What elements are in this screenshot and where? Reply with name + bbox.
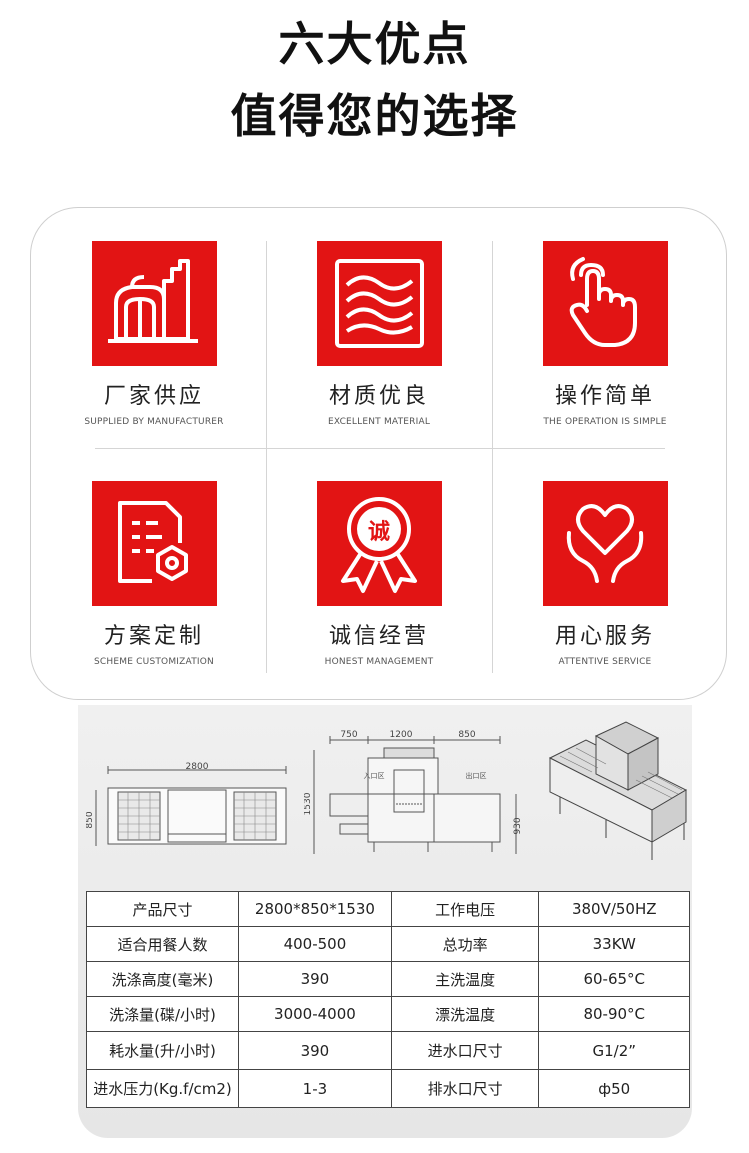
spec-key: 进水口尺寸 xyxy=(390,1031,540,1070)
spec-value: G1/2” xyxy=(538,1031,690,1070)
feature-subtitle: ATTENTIVE SERVICE xyxy=(558,657,652,667)
document-gear-icon xyxy=(91,481,217,606)
spec-value: 80-90°C xyxy=(538,996,690,1032)
waves-icon xyxy=(316,241,442,366)
feature-subtitle: SCHEME CUSTOMIZATION xyxy=(94,657,214,667)
spec-key: 工作电压 xyxy=(390,891,540,927)
spec-value: ф50 xyxy=(538,1069,690,1108)
spec-value: 3000-4000 xyxy=(237,996,392,1032)
feature-title: 诚信经营 xyxy=(328,624,429,649)
feature-material: 材质优良 EXCELLENT MATERIAL xyxy=(266,241,492,427)
feature-title: 用心服务 xyxy=(554,624,655,649)
spec-key: 总功率 xyxy=(390,926,540,962)
spec-key: 产品尺寸 xyxy=(86,891,239,927)
feature-title: 操作简单 xyxy=(554,384,655,409)
feature-subtitle: EXCELLENT MATERIAL xyxy=(327,417,431,427)
spec-value: 400-500 xyxy=(237,926,392,962)
feature-subtitle: THE OPERATION IS SIMPLE xyxy=(543,417,667,427)
divider-vertical-1 xyxy=(266,241,267,673)
feature-customization: 方案定制 SCHEME CUSTOMIZATION xyxy=(41,481,267,667)
spec-value: 380V/50HZ xyxy=(538,891,690,927)
spec-value: 390 xyxy=(237,961,392,997)
feature-manufacturer: 厂家供应 SUPPLIED BY MANUFACTURER xyxy=(41,241,267,427)
divider-vertical-2 xyxy=(492,241,493,673)
spec-key: 洗涤量(碟/小时) xyxy=(86,996,239,1032)
heart-hands-icon xyxy=(542,481,668,606)
badge-character: 诚 xyxy=(367,520,390,545)
spec-key: 漂洗温度 xyxy=(390,996,540,1032)
front-view-inlet-zone: 入口区 xyxy=(364,772,385,780)
front-view-height-label: 1530 xyxy=(304,792,313,815)
top-view-width-label: 2800 xyxy=(186,762,209,772)
feature-service: 用心服务 ATTENTIVE SERVICE xyxy=(492,481,718,667)
spec-value: 60-65°C xyxy=(538,961,690,997)
divider-horizontal xyxy=(95,448,665,449)
spec-value: 390 xyxy=(237,1031,392,1070)
top-view-depth-label: 850 xyxy=(86,811,95,828)
spec-key: 洗涤高度(毫米) xyxy=(86,961,239,997)
front-view-table-height-label: 930 xyxy=(513,817,523,834)
badge-ribbon-icon: 诚 xyxy=(316,481,442,606)
spec-key: 进水压力(Kg.f/cm2) xyxy=(86,1069,239,1108)
headline-line-1: 六大优点 xyxy=(278,17,471,71)
front-view-seg1-label: 750 xyxy=(340,730,357,740)
spec-value: 1-3 xyxy=(237,1069,392,1108)
spec-key: 耗水量(升/小时) xyxy=(86,1031,239,1070)
top-view-drawing: 2800 850 xyxy=(85,760,294,850)
spec-value: 33KW xyxy=(538,926,690,962)
factory-icon xyxy=(91,241,217,366)
spec-key: 排水口尺寸 xyxy=(390,1069,540,1108)
front-view-drawing: 750 1200 850 1530 930 入口区 出口区 xyxy=(303,728,528,858)
pointing-hand-icon xyxy=(542,241,668,366)
feature-title: 厂家供应 xyxy=(103,384,204,409)
headline-line-2: 值得您的选择 xyxy=(230,89,519,143)
front-view-outlet-zone: 出口区 xyxy=(466,771,487,780)
feature-honesty: 诚 诚信经营 HONEST MANAGEMENT xyxy=(266,481,492,667)
spec-key: 适合用餐人数 xyxy=(86,926,239,962)
front-view-seg3-label: 850 xyxy=(458,730,475,740)
front-view-seg2-label: 1200 xyxy=(390,730,413,740)
spec-key: 主洗温度 xyxy=(390,961,540,997)
feature-operation: 操作简单 THE OPERATION IS SIMPLE xyxy=(492,241,718,427)
feature-title: 材质优良 xyxy=(328,384,429,409)
spec-value: 2800*850*1530 xyxy=(237,891,392,927)
advantages-card: 厂家供应 SUPPLIED BY MANUFACTURER 材质优良 EXCEL… xyxy=(30,207,727,700)
feature-subtitle: SUPPLIED BY MANUFACTURER xyxy=(84,417,224,427)
isometric-machine-drawing xyxy=(546,718,690,864)
feature-subtitle: HONEST MANAGEMENT xyxy=(324,657,434,667)
feature-title: 方案定制 xyxy=(103,624,204,649)
